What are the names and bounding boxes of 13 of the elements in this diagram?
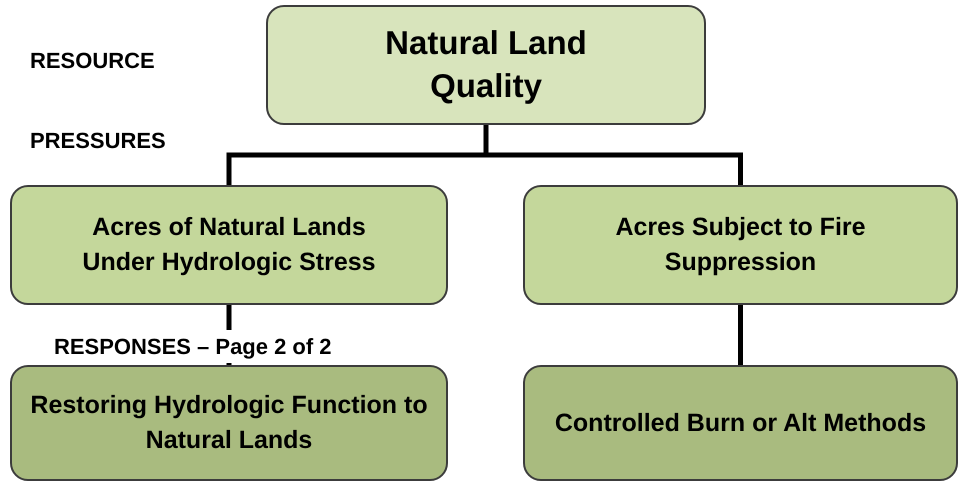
connector-line bbox=[738, 305, 743, 365]
box-label: Natural Land Quality bbox=[384, 23, 588, 106]
box-label: Acres of Natural Lands Under Hydrologic Stress bbox=[81, 212, 377, 278]
box-label: Acres Subject to Fire Suppression bbox=[614, 212, 867, 278]
category-box bbox=[523, 185, 958, 305]
box-label: Controlled Burn or Alt Methods bbox=[554, 408, 928, 438]
box-label: Restoring Hydrologic Function to Natural Lands bbox=[29, 390, 429, 456]
category-box bbox=[523, 365, 958, 481]
category-box bbox=[266, 5, 706, 125]
section-label: RESOURCE bbox=[30, 47, 155, 75]
section-label: PRESSURES bbox=[30, 127, 166, 155]
category-box bbox=[10, 365, 448, 481]
category-box bbox=[10, 185, 448, 305]
